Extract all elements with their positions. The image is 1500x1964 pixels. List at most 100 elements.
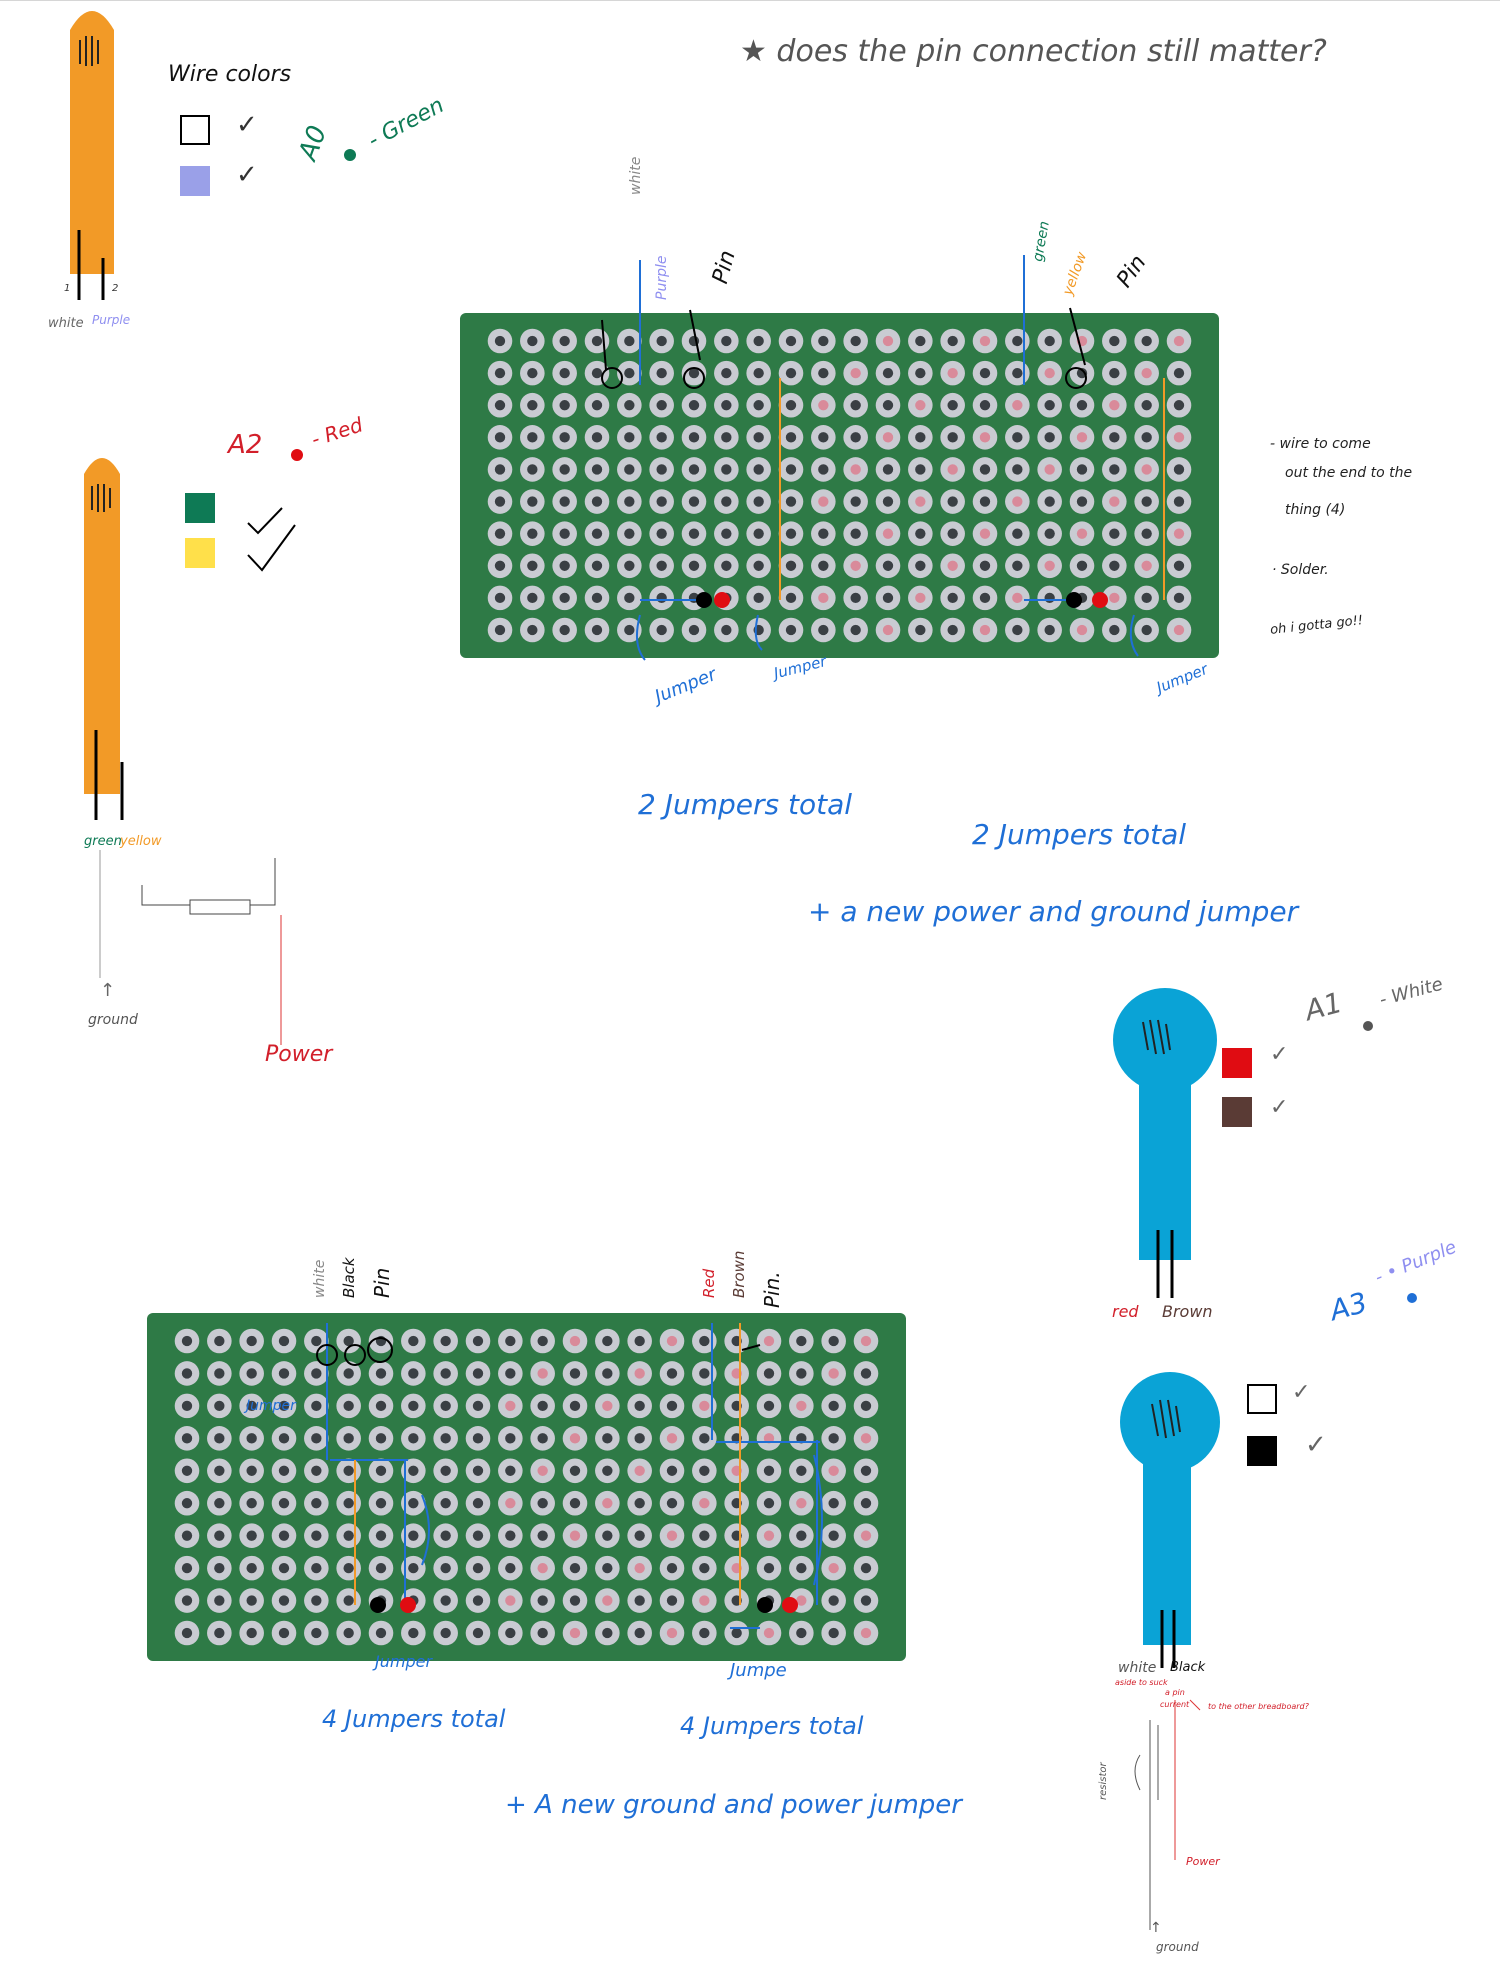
pad-hole xyxy=(494,367,506,379)
board-top-extra: + a new power and ground jumper xyxy=(808,895,1299,928)
pad-hole xyxy=(1109,432,1120,443)
sensor4-note-4: to the other breadboard? xyxy=(1208,1702,1309,1711)
pad-hole xyxy=(1044,335,1055,347)
pad-hole xyxy=(753,560,764,571)
pad-hole xyxy=(214,1627,225,1639)
pad-hole xyxy=(882,528,894,539)
pad-hole xyxy=(753,528,764,539)
swatch-white xyxy=(180,115,210,145)
pad-hole xyxy=(1076,496,1088,507)
sensor4-label-white: white xyxy=(1118,1660,1157,1676)
pad-hole xyxy=(1173,464,1185,475)
pad-hole xyxy=(494,624,506,636)
pad-hole xyxy=(850,592,861,604)
pad-hole xyxy=(828,1562,839,1574)
pad-hole xyxy=(1012,528,1023,539)
pad-hole xyxy=(181,1335,193,1347)
pad-hole xyxy=(753,592,764,604)
sensor3-label-red: red xyxy=(1112,1302,1139,1321)
pad-hole xyxy=(979,496,991,507)
pad-hole xyxy=(796,1530,807,1541)
board-bottom-holes xyxy=(174,1328,879,1646)
pad-hole xyxy=(375,1368,387,1379)
pad-hole xyxy=(624,464,635,475)
sensor2-label-yellow: yellow xyxy=(120,834,162,849)
pad-hole xyxy=(828,1595,839,1606)
pad-hole xyxy=(785,592,797,604)
pad-hole xyxy=(850,400,861,411)
pad-hole xyxy=(850,624,861,636)
pad-hole xyxy=(559,400,570,411)
board-bottom-label-pin-right: Pin. xyxy=(760,1271,784,1308)
pad-hole xyxy=(440,1562,451,1574)
pad-hole xyxy=(537,1627,548,1639)
board-bottom-total-left: 4 Jumpers total xyxy=(322,1705,506,1733)
side-note-2: out the end to the xyxy=(1285,465,1413,481)
pad-hole xyxy=(440,1368,451,1379)
pad-hole xyxy=(818,464,829,475)
pad-hole xyxy=(246,1335,257,1347)
pad-hole xyxy=(472,1368,484,1379)
pad-hole xyxy=(1012,464,1023,475)
pad-hole xyxy=(278,1368,290,1379)
pad-hole xyxy=(656,464,667,475)
pad-hole xyxy=(1173,496,1185,507)
pad-hole xyxy=(527,592,538,604)
pad-hole xyxy=(1044,464,1055,475)
pad-hole xyxy=(763,1433,775,1444)
pad-hole xyxy=(828,1433,839,1444)
pad-hole xyxy=(181,1400,193,1412)
pad-hole xyxy=(494,496,506,507)
pad-hole xyxy=(569,1335,581,1347)
swatch-purple xyxy=(180,166,210,196)
pad-hole xyxy=(666,1465,678,1476)
perfboard-bottom xyxy=(147,1313,906,1661)
pad-hole xyxy=(796,1335,807,1347)
pad-hole xyxy=(818,624,829,636)
pad-hole xyxy=(1012,624,1023,636)
pad-hole xyxy=(527,624,538,636)
side-note-3: thing (4) xyxy=(1285,502,1346,518)
pad-hole xyxy=(688,560,700,571)
pad-hole xyxy=(343,1335,354,1347)
pad-hole xyxy=(343,1627,354,1639)
pad-hole xyxy=(494,528,506,539)
pad-hole xyxy=(721,528,732,539)
pad-hole xyxy=(591,432,603,443)
pad-hole xyxy=(860,1627,872,1639)
pad-hole xyxy=(1141,560,1152,571)
pad-hole xyxy=(721,624,732,636)
pad-hole xyxy=(311,1530,322,1541)
pad-hole xyxy=(785,496,797,507)
pad-hole xyxy=(505,1595,516,1606)
pad-hole xyxy=(763,1368,775,1379)
pad-hole xyxy=(278,1465,290,1476)
pad-hole xyxy=(688,367,700,379)
pad-hole xyxy=(850,335,861,347)
pad-hole xyxy=(181,1498,193,1509)
pad-hole xyxy=(591,400,603,411)
pad-hole xyxy=(505,1400,516,1412)
check-brown: ✓ xyxy=(1270,1095,1289,1120)
pad-hole xyxy=(408,1335,419,1347)
pad-hole xyxy=(785,335,797,347)
pad-hole xyxy=(1141,335,1152,347)
pad-hole xyxy=(1012,367,1023,379)
pad-hole xyxy=(472,1400,484,1412)
pad-hole xyxy=(796,1433,807,1444)
pad-hole xyxy=(979,528,991,539)
pad-hole xyxy=(818,592,829,604)
pad-hole xyxy=(343,1498,354,1509)
pad-hole xyxy=(1076,400,1088,411)
pad-hole xyxy=(763,1530,775,1541)
pad-hole xyxy=(1173,432,1185,443)
board-top-total-right: 2 Jumpers total xyxy=(972,818,1187,851)
pad-hole xyxy=(214,1400,225,1412)
pad-hole xyxy=(278,1595,290,1606)
pad-hole xyxy=(947,400,958,411)
pad-hole xyxy=(688,624,700,636)
side-note-4: · Solder. xyxy=(1272,562,1329,578)
swatch-red xyxy=(1222,1048,1252,1078)
pad-hole xyxy=(699,1368,710,1379)
pad-hole xyxy=(375,1627,387,1639)
